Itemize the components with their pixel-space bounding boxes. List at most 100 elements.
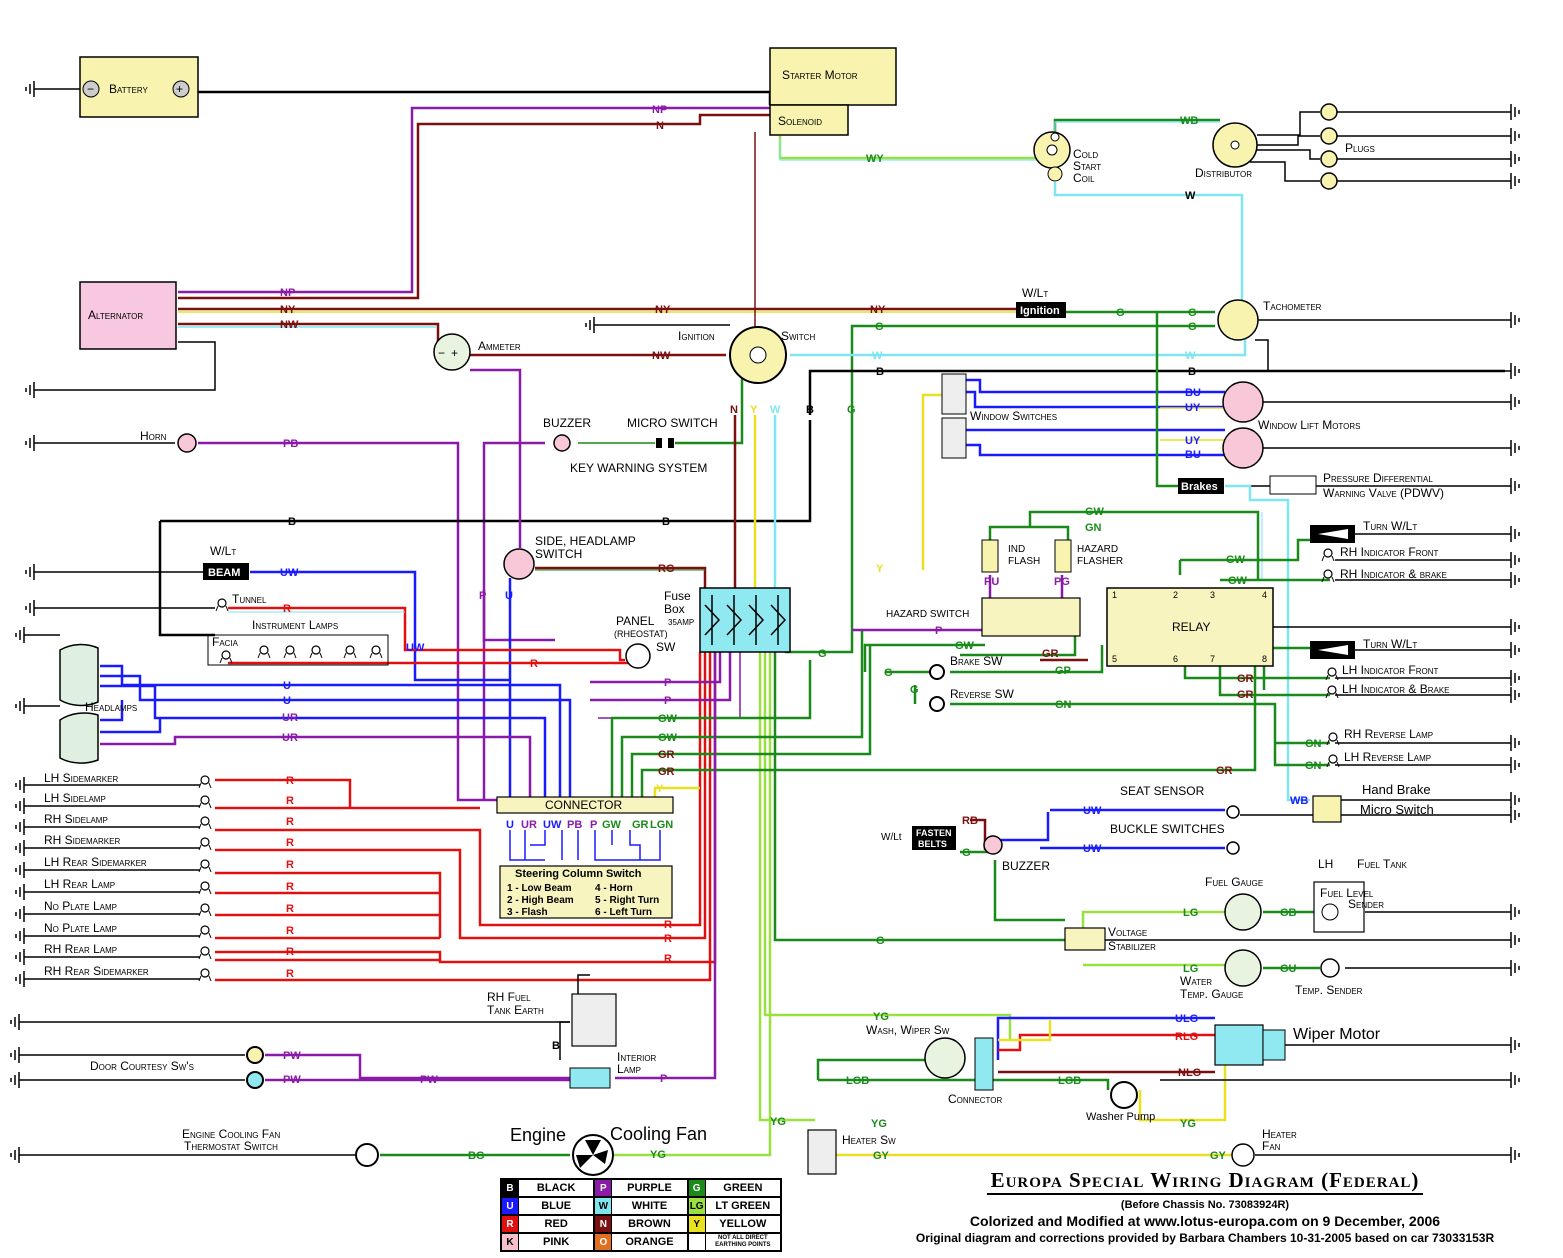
wire-label-ny: NY (870, 304, 886, 316)
spark-plugs: Plugs (1320, 103, 1375, 190)
fan-label: Fan (1262, 1139, 1281, 1153)
coil-label-1: Cold (1073, 147, 1098, 161)
wire-label-gw: GW (1085, 506, 1105, 518)
legend-swatch: R (502, 1216, 519, 1232)
relay-label: RELAY (1172, 620, 1210, 634)
rheostat-label: (RHEOSTAT) (614, 629, 668, 639)
fuel-level-label-1: Fuel Level (1320, 886, 1374, 900)
panel-rheostat: PANEL (RHEOSTAT) SW (614, 614, 676, 669)
cooling-fan-label: Cooling Fan (610, 1124, 707, 1144)
wire-label-nlg: NLG (1178, 1067, 1201, 1079)
wire-label-g: G (876, 935, 885, 947)
wire-label-w: W (1185, 350, 1196, 362)
reverse-lamps: RH Reverse Lamp LH Reverse Lamp (1326, 727, 1433, 768)
wire-label-nw: NW (652, 350, 671, 362)
lh-indicator-brake-label: LH Indicator & Brake (1342, 682, 1450, 696)
plugs-label: Plugs (1345, 141, 1375, 155)
wire-label-r: R (286, 968, 294, 980)
wiper-motor: Wiper Motor (1214, 1024, 1381, 1066)
wire-label-ny: NY (655, 304, 671, 316)
steering-title: Steering Column Switch (515, 868, 642, 880)
tunnel-label: Tunnel (232, 592, 267, 606)
wire-label-r: R (286, 859, 294, 871)
pin-p: P (590, 819, 597, 831)
legend-swatch: O (595, 1234, 613, 1250)
lamp-bulb-icon (198, 837, 212, 851)
cold-start-coil: Cold Start Coil (1033, 131, 1101, 185)
battery-label: Battery (109, 82, 148, 96)
main-title: Europa Special Wiring Diagram (Federal) (986, 1168, 1424, 1195)
washer-pump: Washer Pump (1086, 1081, 1155, 1123)
wire-label-gr: GR (1237, 689, 1254, 701)
ignition-switch: Ignition Switch (678, 326, 815, 384)
tunnel-lamp: Tunnel (215, 592, 267, 612)
buckle-switches-label: BUCKLE SWITCHES (1110, 822, 1225, 836)
rh-indicator-brake-label: RH Indicator & brake (1340, 567, 1447, 581)
hand-brake-switch: Hand Brake Micro Switch (1312, 782, 1434, 823)
ammeter-label: Ammeter (478, 339, 521, 353)
svg-text:8: 8 (1262, 654, 1267, 664)
coil-label-2: Start (1073, 159, 1101, 173)
wire-label-uy2: UY (1185, 435, 1201, 447)
svg-text:1: 1 (1112, 590, 1117, 600)
fuel-gauge-label: Fuel Gauge (1205, 875, 1263, 889)
lh-indicator-front-label: LH Indicator Front (1342, 663, 1438, 677)
legend-name: PURPLE (627, 1182, 672, 1194)
brake-sw-label: Brake SW (950, 654, 1003, 668)
wire-label-y: Y (750, 404, 758, 416)
wire-label-b: B (662, 516, 670, 528)
heater-fan: Heater Fan (1231, 1127, 1297, 1167)
rh-fuel-label: RH Fuel (487, 990, 531, 1004)
lamp-label: Lamp (617, 1062, 641, 1076)
ignition-wlt-label: W/Lt (1022, 286, 1048, 300)
wire-label-yg: YG (1180, 1118, 1196, 1130)
wire-label-y: Y (876, 563, 884, 575)
legend-name: GREEN (723, 1182, 763, 1194)
legend-name: YELLOW (719, 1218, 767, 1230)
lamp-bulb-icon (198, 925, 212, 939)
wiper-motor-label: Wiper Motor (1293, 1026, 1381, 1043)
heater-label: Heater (1262, 1127, 1297, 1141)
wire-label-r: R (286, 816, 294, 828)
legend-name: PINK (543, 1236, 570, 1248)
headlamps-label: Headlamps (85, 700, 137, 714)
micro-switch-label: MICRO SWITCH (627, 416, 718, 430)
temp-sender-label: Temp. Sender (1295, 983, 1363, 997)
wire-label-w: W (770, 404, 781, 416)
instrument-lamps: Instrument Lamps Facia (207, 618, 389, 666)
steering-item-3: 3 - Flash (507, 907, 548, 918)
hazard-flasher-label-2: FLASHER (1077, 556, 1123, 567)
wire-label-pu: PU (984, 576, 999, 588)
engine-thermostat-label-2: Thermostat Switch (184, 1139, 278, 1153)
stabilizer-label: Stabilizer (1108, 939, 1156, 953)
wire-label-wy: WY (866, 153, 884, 165)
wire-label-rb: RB (962, 815, 978, 827)
interior-lamp: Interior Lamp (569, 1050, 657, 1089)
minus-icon: − (87, 82, 94, 96)
rh-indicator-front-label: RH Indicator Front (1340, 545, 1438, 559)
rh-reverse-lamp-label: RH Reverse Lamp (1344, 727, 1433, 741)
wire-label-n: N (656, 120, 664, 132)
pdwv-label-2: Warning Valve (PDWV) (1323, 486, 1444, 500)
reverse-sw-label: Reverse SW (950, 687, 1014, 701)
fuse-amp-label: 35AMP (668, 618, 694, 627)
wire-label-gw: GW (658, 713, 678, 725)
wire-label-w: W (1185, 190, 1196, 202)
ignition-box-label: Ignition (1020, 305, 1060, 317)
svg-text:3: 3 (1210, 590, 1215, 600)
lh-turn-indicators: Turn W/Lt LH Indicator Front LH Indicato… (1310, 637, 1450, 699)
hazard-switch: HAZARD SWITCH (886, 597, 1081, 637)
wire-label-pg: PG (1054, 576, 1070, 588)
lamp-bulb-icon (198, 881, 212, 895)
side-headlamp-label-2: SWITCH (535, 547, 582, 561)
subtitle-credits: Original diagram and corrections provide… (915, 1231, 1495, 1245)
engine-label: Engine (510, 1125, 566, 1145)
wire-label-gw: GW (1226, 554, 1246, 566)
wire-label-b: B (806, 404, 814, 416)
